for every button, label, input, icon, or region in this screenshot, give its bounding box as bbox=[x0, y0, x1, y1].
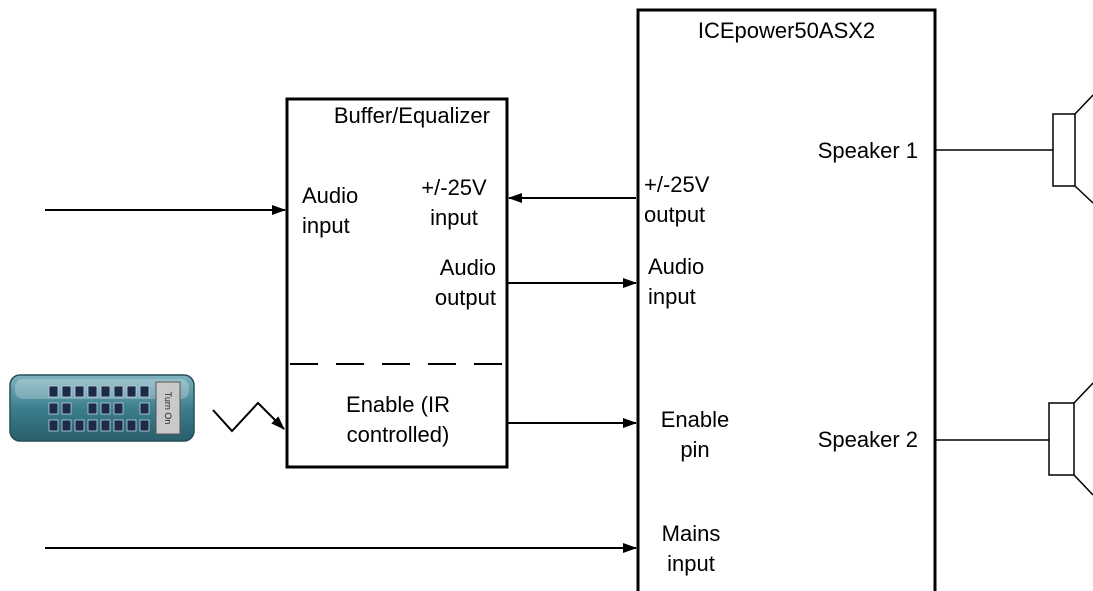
speaker2-label: Speaker 2 bbox=[817, 427, 918, 452]
ir-remote-icon: Turn On bbox=[9, 374, 195, 442]
amp-supply-output-label: +/-25V output bbox=[644, 172, 710, 227]
speaker2-icon bbox=[1048, 382, 1093, 496]
buffer-enable-label: Enable (IR controlled) bbox=[346, 392, 450, 447]
buffer-title: Buffer/Equalizer bbox=[333, 103, 490, 128]
speaker1-icon bbox=[1052, 94, 1093, 204]
amp-enable-pin-label: Enable pin bbox=[660, 407, 730, 462]
amplifier-block bbox=[636, 8, 937, 591]
remote-turn-on-label: Turn On bbox=[163, 392, 173, 425]
speaker1-label: Speaker 1 bbox=[817, 138, 918, 163]
buffer-supply-input-label: +/-25V input bbox=[421, 175, 487, 230]
buffer-audio-input-label: Audio input bbox=[302, 183, 359, 238]
amp-audio-input-label: Audio input bbox=[648, 254, 705, 309]
amplifier-title: ICEpower50ASX2 bbox=[697, 18, 876, 43]
amp-mains-input-label: Mains input bbox=[661, 521, 721, 576]
ir-signal-icon bbox=[212, 401, 285, 433]
buffer-audio-output-label: Audio output bbox=[434, 255, 496, 310]
